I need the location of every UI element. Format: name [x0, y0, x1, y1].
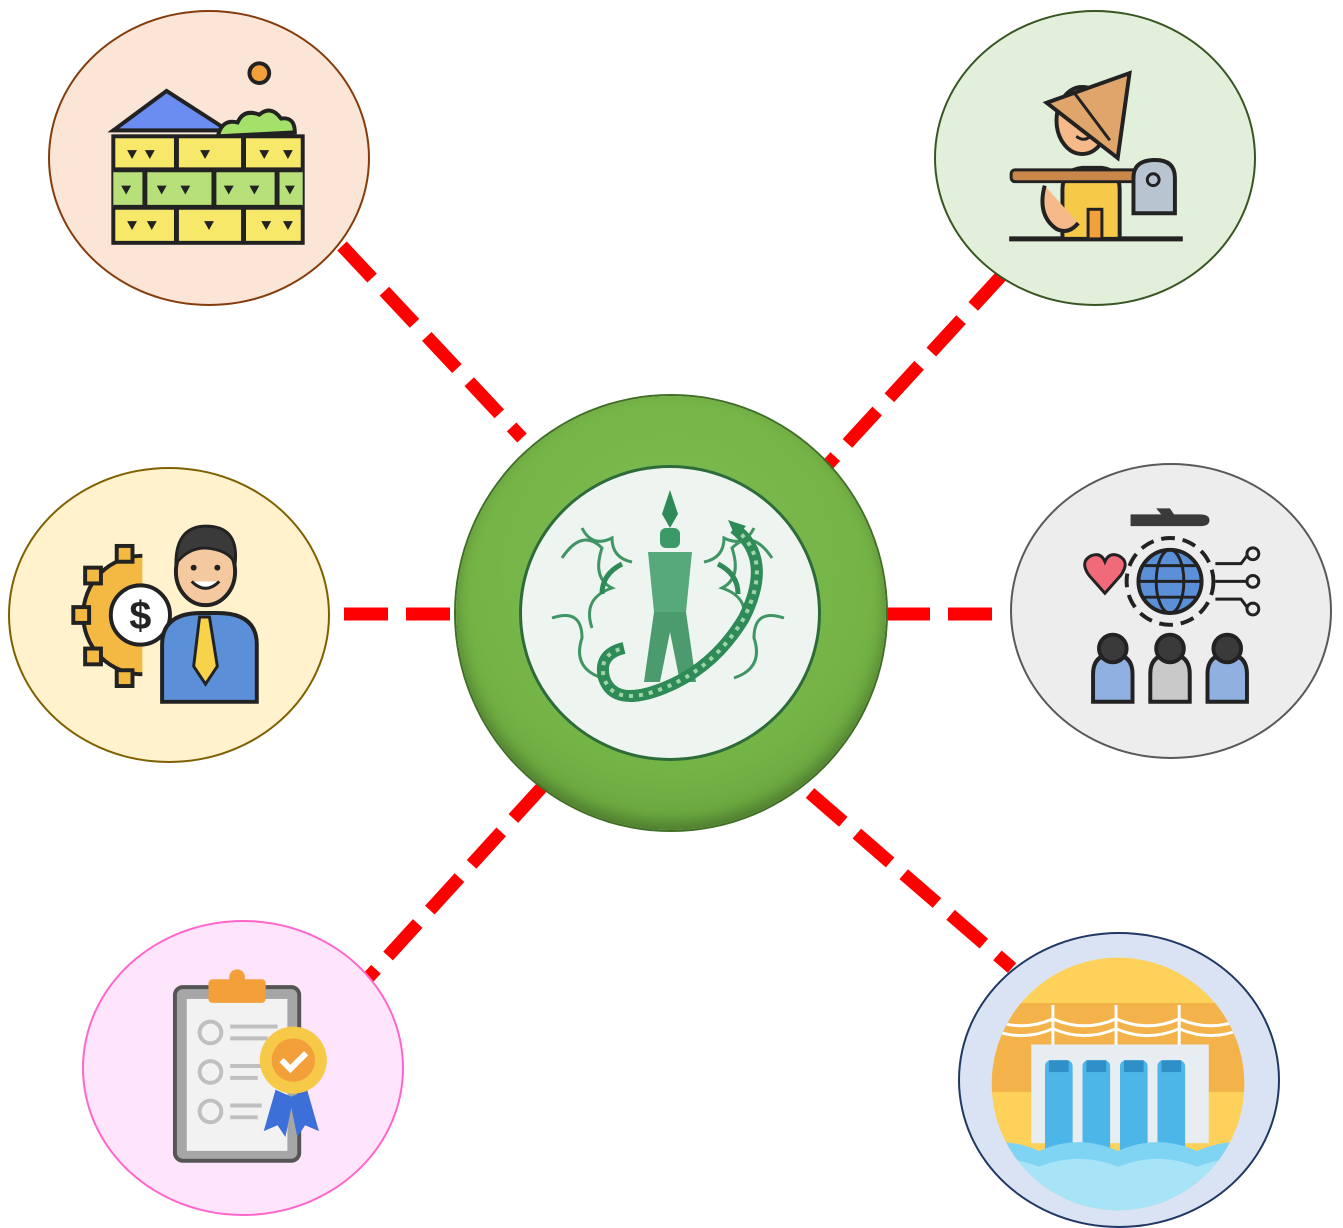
global-tourism-community-icon — [1083, 508, 1261, 704]
node-quality — [82, 920, 404, 1216]
node-landscape — [48, 10, 370, 306]
land-plot-icon — [107, 61, 305, 245]
node-finance: $ — [8, 467, 330, 763]
connector-quality — [363, 781, 548, 983]
hydro-dam-icon — [991, 957, 1245, 1211]
businessman-money-gear-icon: $ — [71, 524, 259, 704]
connector-farmer — [818, 269, 1008, 475]
central-hub — [456, 396, 886, 830]
node-farmer — [934, 10, 1256, 306]
svg-text:$: $ — [129, 594, 151, 638]
node-tourism — [1010, 463, 1332, 759]
hub-emblem-seal — [522, 468, 818, 758]
connector-landscape — [337, 241, 527, 443]
deity-naga-seal-icon — [530, 473, 810, 753]
quality-checklist-award-icon — [172, 969, 327, 1163]
node-dam — [958, 932, 1280, 1228]
connector-dam — [805, 788, 1017, 973]
farmer-icon — [1009, 70, 1183, 242]
